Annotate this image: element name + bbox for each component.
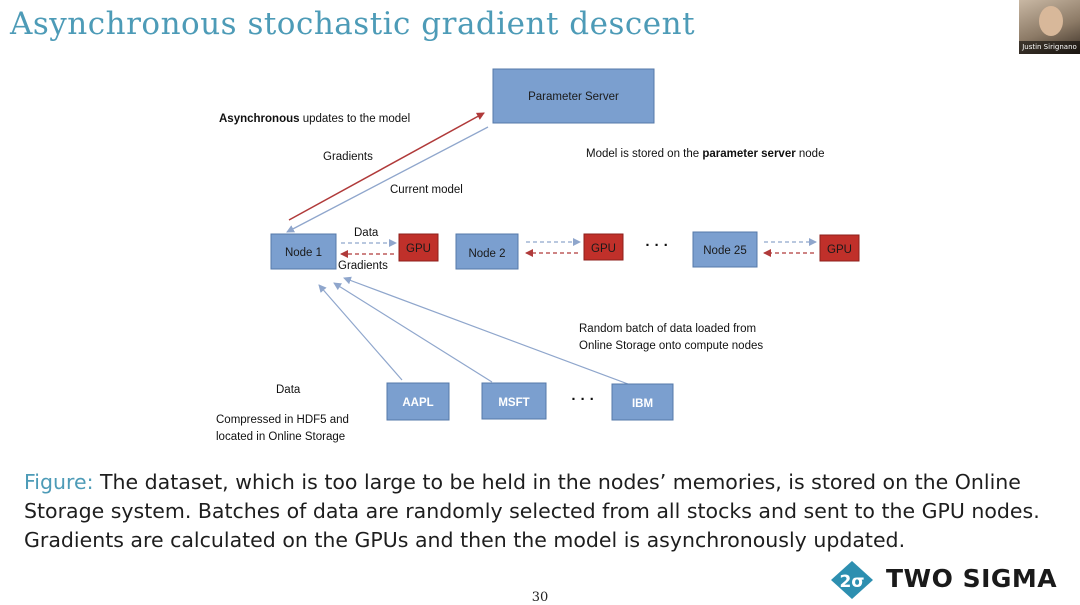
- async-updates-label: Asynchronous updates to the model: [219, 113, 410, 125]
- presenter-name: Justin Sirignano: [1019, 41, 1080, 54]
- stock-box-aapl: [386, 382, 450, 421]
- current-model-label: Current model: [390, 184, 463, 196]
- presenter-face: [1039, 6, 1063, 36]
- data-storage-title: Data: [276, 384, 301, 396]
- aapl-to-node1-arrow: [318, 284, 403, 381]
- node-25-box: [692, 231, 758, 268]
- sgd-diagram: Parameter Server Asynchronous updates to…: [216, 68, 860, 443]
- gpu-25-box: [819, 234, 860, 262]
- current-model-arrow: [286, 126, 489, 233]
- compressed-label-line1: Compressed in HDF5 and: [216, 414, 349, 426]
- gpu-2-label: GPU: [591, 243, 616, 255]
- caption-text: The dataset, which is too large to be he…: [24, 470, 1040, 552]
- gradients-up-label: Gradients: [323, 151, 373, 163]
- gpu-1-label: GPU: [406, 243, 431, 255]
- random-batch-label-line2: Online Storage onto compute nodes: [579, 340, 763, 352]
- figure-label: Figure:: [24, 470, 94, 494]
- two-sigma-logo: 2σ TWO SIGMA: [830, 560, 1080, 600]
- parameter-server-box: [492, 68, 655, 124]
- two-sigma-logo-mark-icon: 2σ: [831, 561, 873, 599]
- msft-to-node1-arrow: [333, 282, 493, 383]
- webcam-thumbnail: Justin Sirignano: [1019, 0, 1080, 54]
- logo-mark-text: 2σ: [839, 572, 864, 592]
- stock-label-msft: MSFT: [498, 397, 529, 409]
- nodes-ellipsis: · · ·: [645, 237, 668, 254]
- stocks-ellipsis: · · ·: [571, 391, 594, 408]
- node-1-label: Node 1: [285, 247, 322, 259]
- data-arrow-label: Data: [354, 227, 379, 239]
- parameter-server-label: Parameter Server: [528, 91, 619, 103]
- stock-box-msft: [481, 382, 547, 420]
- two-sigma-wordmark: TWO SIGMA: [886, 564, 1058, 593]
- figure-caption: Figure: The dataset, which is too large …: [24, 468, 1064, 555]
- compressed-label-line2: located in Online Storage: [216, 431, 345, 443]
- node-25-label: Node 25: [703, 245, 746, 257]
- slide-title: Asynchronous stochastic gradient descent: [10, 6, 696, 42]
- gradients-arrow-label: Gradients: [338, 260, 388, 272]
- gpu-2-box: [583, 233, 624, 261]
- gpu-1-box: [398, 233, 439, 262]
- gpu-25-label: GPU: [827, 244, 852, 256]
- model-stored-label: Model is stored on the parameter server …: [586, 148, 824, 160]
- random-batch-label-line1: Random batch of data loaded from: [579, 323, 756, 335]
- gradients-arrow: [288, 112, 485, 221]
- stock-label-ibm: IBM: [632, 398, 653, 410]
- page-number: 30: [531, 590, 549, 605]
- ibm-to-node1-arrow: [343, 276, 629, 385]
- stock-label-aapl: AAPL: [402, 397, 433, 409]
- node-1-box: [270, 233, 337, 270]
- node-2-box: [455, 233, 519, 270]
- node-2-label: Node 2: [468, 248, 505, 260]
- stock-box-ibm: [611, 383, 674, 421]
